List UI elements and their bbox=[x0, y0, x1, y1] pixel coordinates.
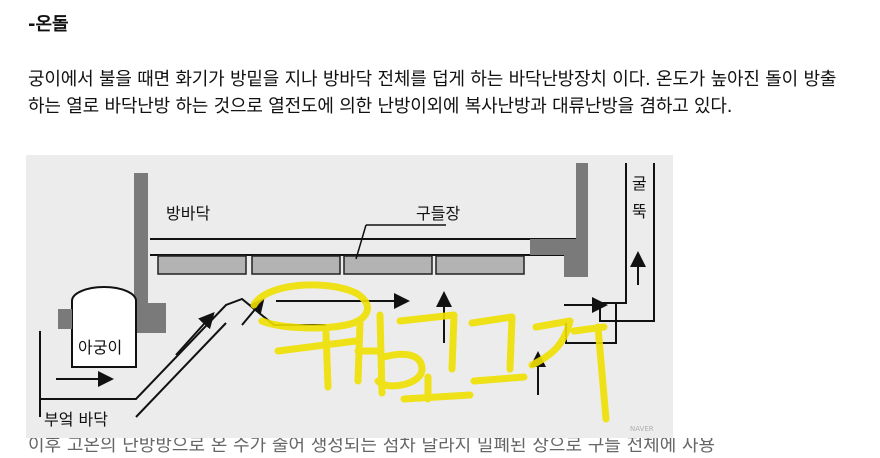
stone-1 bbox=[157, 255, 247, 275]
left-wall bbox=[134, 173, 166, 333]
ondol-diagram: 방바닥 구들장 굴 뚝 아궁이 부엌 바닥 NAVER bbox=[26, 155, 673, 438]
section-heading: -온돌 bbox=[28, 14, 69, 35]
label-chimney-1: 굴 bbox=[632, 174, 647, 193]
arrow-up-left bbox=[175, 312, 215, 356]
stone-4 bbox=[435, 255, 525, 275]
handwritten-annotation bbox=[250, 281, 610, 423]
agungi-body bbox=[71, 301, 137, 368]
cutoff-next-line: 이후 고온의 난방방으로 온 수가 줄어 생성되는 점차 달라지 밀폐된 상으로… bbox=[28, 438, 848, 458]
floor-slab bbox=[150, 238, 583, 256]
stone-2 bbox=[251, 255, 341, 275]
gudeuljang-leader bbox=[355, 224, 367, 260]
right-wall bbox=[530, 163, 588, 277]
label-agungi: 아궁이 bbox=[78, 338, 122, 357]
label-gudeuljang: 구들장 bbox=[416, 204, 460, 223]
description-paragraph: 궁이에서 불을 때면 화기가 방밑을 지나 방바닥 전체를 덥게 하는 바닥난방… bbox=[28, 69, 837, 117]
arrow-up-2 bbox=[241, 297, 265, 326]
label-kitchen-floor: 부엌 바닥 bbox=[44, 410, 108, 429]
stone-3 bbox=[343, 255, 433, 275]
cutoff-text: 이후 고온의 난방방으로 온 수가 줄어 생성되는 점차 달라지 밀폐된 상으로… bbox=[28, 438, 716, 456]
watermark: NAVER bbox=[630, 425, 654, 433]
label-floor: 방바닥 bbox=[166, 204, 210, 223]
agungi-door bbox=[58, 309, 72, 329]
label-chimney-2: 뚝 bbox=[632, 202, 647, 221]
